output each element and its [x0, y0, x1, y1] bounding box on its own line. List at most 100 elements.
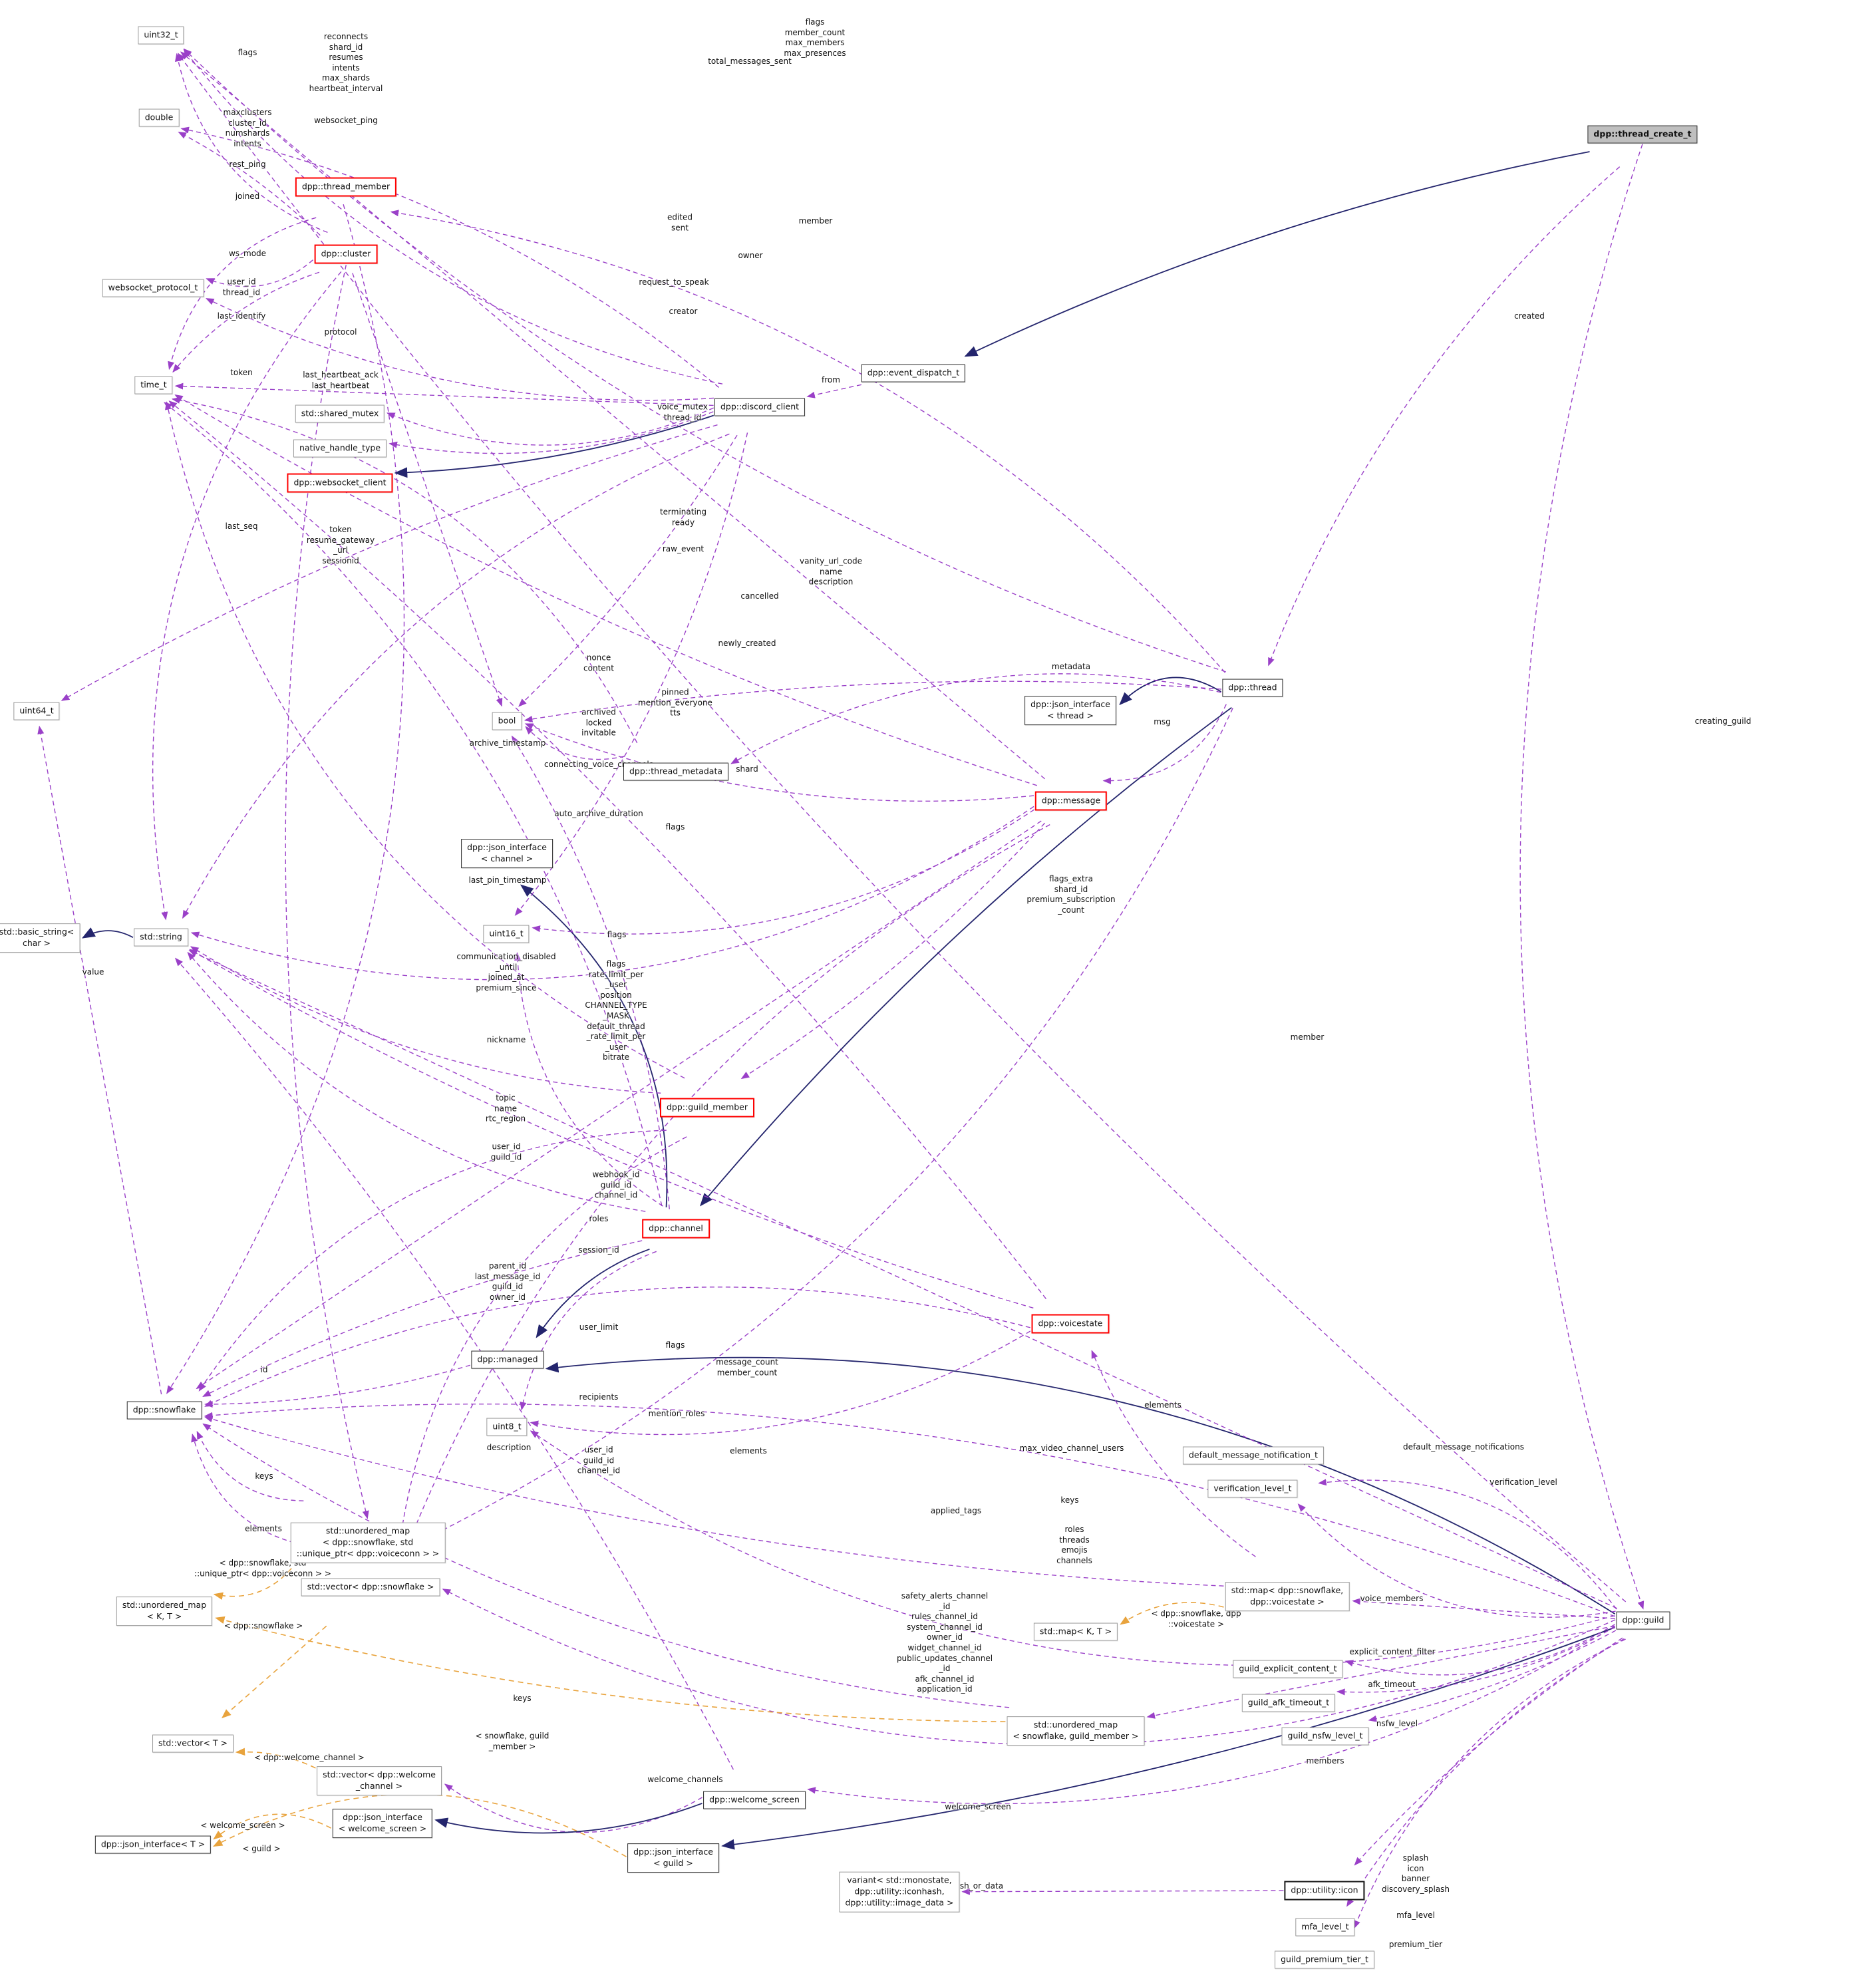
edge-label: < guild >: [242, 1844, 281, 1854]
edge-label: session_id: [578, 1245, 619, 1255]
edge-channel-bool: [511, 735, 670, 1209]
node-message[interactable]: dpp::message: [1034, 791, 1108, 811]
edge-channel-time_t: [164, 402, 663, 1206]
edge-label: owner: [738, 251, 763, 261]
node-event_dispatch_t[interactable]: dpp::event_dispatch_t: [861, 364, 966, 382]
node-guild_nsfw[interactable]: guild_nsfw_level_t: [1281, 1727, 1369, 1746]
node-map_sv[interactable]: std::map< dpp::snowflake, dpp::voicestat…: [1225, 1582, 1350, 1611]
edge-channel-uint16_t: [514, 952, 663, 1207]
node-guild_premium[interactable]: guild_premium_tier_t: [1275, 1950, 1374, 1969]
node-uint32_t[interactable]: uint32_t: [138, 26, 184, 45]
edge-message-snowflake: [196, 820, 1042, 1390]
edge-label: voice_members: [1360, 1594, 1424, 1604]
node-voicestate[interactable]: dpp::voicestate: [1031, 1314, 1110, 1334]
edge-label: user_id guild_id: [490, 1142, 522, 1161]
node-um_voiceconn[interactable]: std::unordered_map < dpp::snowflake, std…: [290, 1522, 446, 1563]
edge-label: nsfw_level: [1376, 1719, 1418, 1729]
node-managed[interactable]: dpp::managed: [471, 1350, 544, 1369]
node-native_handle_type[interactable]: native_handle_type: [293, 439, 387, 458]
edge-discord_client-uint32_t: [183, 49, 723, 384]
edge-label: description: [486, 1443, 532, 1453]
edge-discord_client-bool: [518, 434, 738, 707]
edge-discord_client-uint64_t: [61, 424, 718, 701]
node-guild_afk[interactable]: guild_afk_timeout_t: [1241, 1694, 1336, 1712]
edge-label: raw_event: [662, 544, 704, 554]
node-welcome_screen[interactable]: dpp::welcome_screen: [703, 1791, 806, 1809]
node-ji_guild[interactable]: dpp::json_interface < guild >: [627, 1843, 719, 1873]
edge-label: welcome_screen: [945, 1802, 1011, 1812]
edge-thread-thread_metadata: [730, 673, 1221, 764]
edge-label: keys: [255, 1471, 273, 1481]
edge-welcome_screen-ji_welcome: [434, 1803, 703, 1834]
edge-guild-map_sv: [1352, 1598, 1615, 1619]
edge-discord_client-native_handle_type: [389, 411, 714, 454]
edge-label: default_message_notifications: [1403, 1442, 1524, 1452]
edge-voicestate-string: [189, 949, 1034, 1309]
edge-vec_welcome-vec_t: [235, 1748, 316, 1769]
node-guild_member[interactable]: dpp::guild_member: [659, 1098, 755, 1118]
edge-um_voiceconn-um_kt: [213, 1568, 292, 1600]
edge-label: flags rate_limit_per _user position CHAN…: [585, 959, 647, 1062]
edge-label: roles: [589, 1214, 609, 1224]
edge-label: mention_roles: [648, 1409, 705, 1419]
node-thread_create_t[interactable]: dpp::thread_create_t: [1587, 125, 1698, 144]
edge-welcome_screen-vec_welcome: [444, 1783, 703, 1833]
node-ji_welcome[interactable]: dpp::json_interface < welcome_screen >: [332, 1809, 433, 1838]
node-vec_t[interactable]: std::vector< T >: [152, 1734, 234, 1753]
node-thread_metadata[interactable]: dpp::thread_metadata: [623, 762, 729, 781]
edge-label: < welcome_screen >: [200, 1821, 285, 1831]
node-snowflake[interactable]: dpp::snowflake: [126, 1401, 202, 1420]
node-websocket_client[interactable]: dpp::websocket_client: [287, 473, 393, 493]
node-cluster[interactable]: dpp::cluster: [314, 244, 378, 264]
node-utility_icon[interactable]: dpp::utility::icon: [1284, 1881, 1365, 1901]
node-ji_channel[interactable]: dpp::json_interface < channel >: [461, 839, 553, 868]
node-um_guild_member[interactable]: std::unordered_map < snowflake, guild_me…: [1007, 1716, 1145, 1746]
node-double[interactable]: double: [138, 108, 180, 127]
node-thread[interactable]: dpp::thread: [1222, 679, 1283, 697]
edge-label: newly_created: [718, 639, 776, 649]
edge-discord_client-shared_mutex: [387, 407, 714, 446]
edge-welcome_screen-string: [174, 957, 734, 1770]
node-bool[interactable]: bool: [492, 712, 522, 730]
node-uint8_t[interactable]: uint8_t: [486, 1418, 528, 1436]
node-map_kt[interactable]: std::map< K, T >: [1033, 1622, 1118, 1641]
node-verification_level_t[interactable]: verification_level_t: [1207, 1479, 1298, 1498]
edge-label: elements: [245, 1524, 282, 1534]
edge-label: cancelled: [740, 591, 779, 601]
edge-label: welcome_channels: [647, 1775, 723, 1785]
edge-guild-managed: [545, 1356, 1616, 1615]
node-channel[interactable]: dpp::channel: [642, 1219, 710, 1239]
node-websocket_protocol_t[interactable]: websocket_protocol_t: [102, 279, 204, 297]
node-basic_string[interactable]: std::basic_string< char >: [0, 923, 80, 953]
node-guild[interactable]: dpp::guild: [1616, 1611, 1670, 1630]
node-variant[interactable]: variant< std::monostate, dpp::utility::i…: [839, 1871, 960, 1912]
edge-channel-uint8_t: [520, 1251, 657, 1411]
node-vec_snowflake[interactable]: std::vector< dpp::snowflake >: [301, 1578, 440, 1597]
edge-guild-guild_premium: [1353, 1638, 1626, 1929]
node-uint64_t[interactable]: uint64_t: [13, 702, 60, 720]
node-thread_member[interactable]: dpp::thread_member: [295, 177, 397, 197]
node-discord_client[interactable]: dpp::discord_client: [714, 398, 806, 416]
edge-um_voiceconn-snowflake: [196, 1430, 304, 1501]
node-ji_thread[interactable]: dpp::json_interface < thread >: [1024, 696, 1116, 725]
edge-cluster-time_t: [172, 271, 320, 373]
node-shared_mutex[interactable]: std::shared_mutex: [295, 404, 385, 423]
node-time_t[interactable]: time_t: [134, 376, 173, 394]
edge-cluster-uint32_t: [175, 53, 328, 233]
node-ji_T[interactable]: dpp::json_interface< T >: [94, 1835, 212, 1854]
edge-label: creator: [669, 307, 698, 317]
node-dmn_t[interactable]: default_message_notification_t: [1182, 1446, 1325, 1465]
edge-label: mfa_level: [1396, 1911, 1435, 1920]
node-uint16_t[interactable]: uint16_t: [483, 925, 530, 943]
node-mfa_level_t[interactable]: mfa_level_t: [1295, 1918, 1355, 1936]
node-um_kt[interactable]: std::unordered_map < K, T >: [116, 1597, 213, 1626]
node-guild_explicit[interactable]: guild_explicit_content_t: [1233, 1660, 1343, 1678]
edge-message-uint16_t: [532, 809, 1035, 935]
edge-thread-ji_thread: [1119, 677, 1222, 706]
node-string[interactable]: std::string: [134, 928, 188, 947]
node-vec_welcome[interactable]: std::vector< dpp::welcome _channel >: [317, 1766, 442, 1795]
edge-label: flags_extra shard_id premium_subscriptio…: [1026, 873, 1116, 915]
edge-label: applied_tags: [930, 1506, 982, 1516]
edge-guild_member-string: [190, 946, 661, 1094]
